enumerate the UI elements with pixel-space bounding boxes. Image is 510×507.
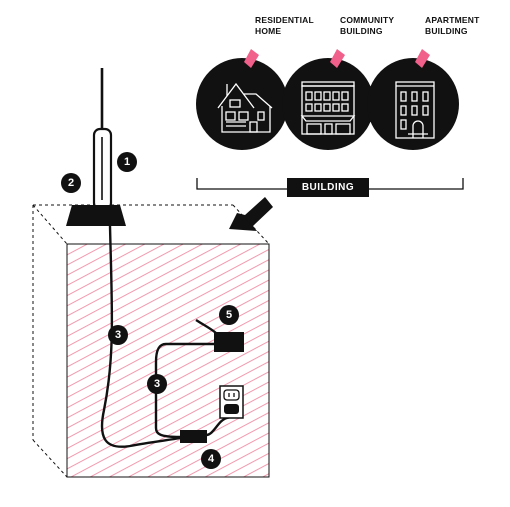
residential-home-circle	[196, 58, 288, 150]
callout-2: 2	[61, 173, 81, 193]
residential-home-label-line2: HOME	[255, 26, 282, 36]
antenna	[66, 68, 126, 226]
residential-pointer	[244, 49, 259, 68]
apartment-building-circle	[367, 58, 459, 150]
apartment-pointer	[415, 49, 430, 68]
apartment-building-label-line2: BUILDING	[425, 26, 468, 36]
community-building-label: COMMUNITY BUILDING	[340, 15, 394, 37]
antenna-mount	[66, 205, 126, 226]
callout-3-booster-cable: 3	[147, 374, 167, 394]
booster-antenna-stub	[195, 319, 217, 334]
storefront-building-icon	[300, 81, 356, 135]
callout-4: 4	[201, 449, 221, 469]
apartment-building-icon	[395, 81, 435, 139]
room-hatch	[67, 244, 269, 477]
residential-home-label: RESIDENTIAL HOME	[255, 15, 314, 37]
community-building-label-line2: BUILDING	[340, 26, 383, 36]
callout-3-antenna-cable: 3	[108, 325, 128, 345]
booster-unit	[214, 332, 244, 352]
power-adapter	[180, 430, 207, 443]
arrow-icon	[229, 197, 273, 231]
building-icons	[196, 49, 459, 150]
callout-5: 5	[219, 305, 239, 325]
callout-1: 1	[117, 152, 137, 172]
house-icon	[217, 82, 273, 133]
cable-antenna-to-adapter	[100, 225, 181, 448]
building-tag: BUILDING	[287, 178, 369, 197]
wall-outlet-icon	[219, 385, 244, 419]
community-building-label-line1: COMMUNITY	[340, 15, 395, 25]
cable-booster-to-adapter	[154, 342, 214, 439]
community-pointer	[330, 49, 345, 68]
apartment-building-label: APARTMENT BUILDING	[425, 15, 480, 37]
room-box	[32, 204, 270, 478]
residential-home-label-line1: RESIDENTIAL	[255, 15, 314, 25]
apartment-building-label-line1: APARTMENT	[425, 15, 480, 25]
